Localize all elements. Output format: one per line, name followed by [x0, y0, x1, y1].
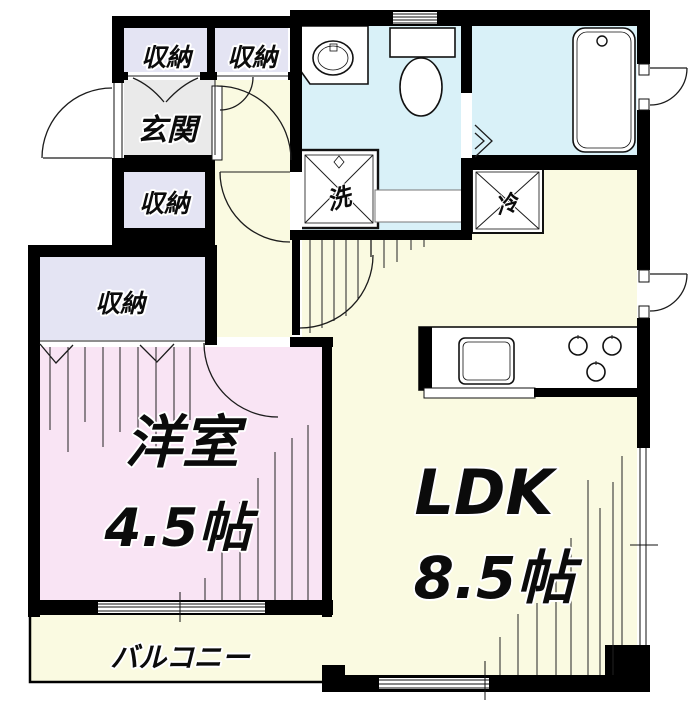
bath-door-opening	[461, 93, 493, 158]
closet-1-label: 収納	[141, 43, 194, 72]
room-closet-2	[215, 25, 288, 72]
room-balcony	[30, 615, 322, 682]
room-ldk	[302, 240, 637, 675]
entrance-opening	[112, 83, 124, 158]
bath-step	[374, 189, 464, 223]
closet-2-door	[219, 76, 254, 111]
hatch-lines	[49, 240, 623, 675]
windows	[98, 12, 688, 700]
bathtub	[572, 27, 636, 153]
closet-3-label: 収納	[139, 189, 192, 218]
closet-2-label: 収納	[227, 43, 280, 72]
closet-4-door	[39, 340, 205, 364]
bath-faucet-icon	[596, 35, 608, 47]
room-closet-3	[124, 172, 205, 228]
closet-4-label: 収納	[95, 289, 148, 318]
genkan-label: 玄関	[137, 113, 202, 148]
room-closet-1	[124, 25, 207, 72]
western-room-door	[203, 342, 279, 418]
room-genkan	[124, 80, 215, 155]
kitchen-sink	[458, 337, 515, 385]
ldk-casement-window	[638, 269, 688, 319]
room-closet-4	[40, 257, 205, 340]
toilet-window	[393, 12, 437, 24]
labels: 収納 収納 玄関 収納 収納 洋室 4.5帖 LDK 8.5帖 バルコニー 洗 …	[93, 41, 585, 676]
ldk-side-window	[630, 448, 658, 645]
doors	[39, 75, 374, 418]
lavatory-door-opening	[290, 172, 302, 230]
ldk-label: LDK	[414, 456, 557, 529]
ldk-size: 8.5帖	[414, 544, 584, 612]
western-room-label: 洋室	[125, 410, 247, 476]
faucet-icon	[329, 43, 338, 52]
western-room-window	[98, 592, 265, 622]
western-room-size: 4.5帖	[104, 498, 260, 559]
ldk-door	[299, 240, 374, 329]
room-corridor	[215, 80, 292, 337]
washbasin	[299, 25, 369, 85]
ldk-bottom-window	[379, 661, 489, 700]
balcony-label: バルコニー	[110, 641, 250, 674]
entrance-door	[41, 87, 113, 159]
lavatory-door	[219, 171, 291, 243]
genkan-corridor-door	[211, 85, 292, 161]
stove-burners-icon	[568, 335, 622, 382]
balcony-railing	[28, 617, 322, 684]
washing-machine-pan	[298, 148, 380, 230]
toilet	[389, 27, 456, 117]
fixtures	[298, 25, 640, 399]
tap-icon	[333, 155, 345, 169]
closet-1-door	[128, 75, 200, 103]
kitchen-counter	[418, 326, 640, 399]
bath-casement-window	[638, 63, 688, 111]
